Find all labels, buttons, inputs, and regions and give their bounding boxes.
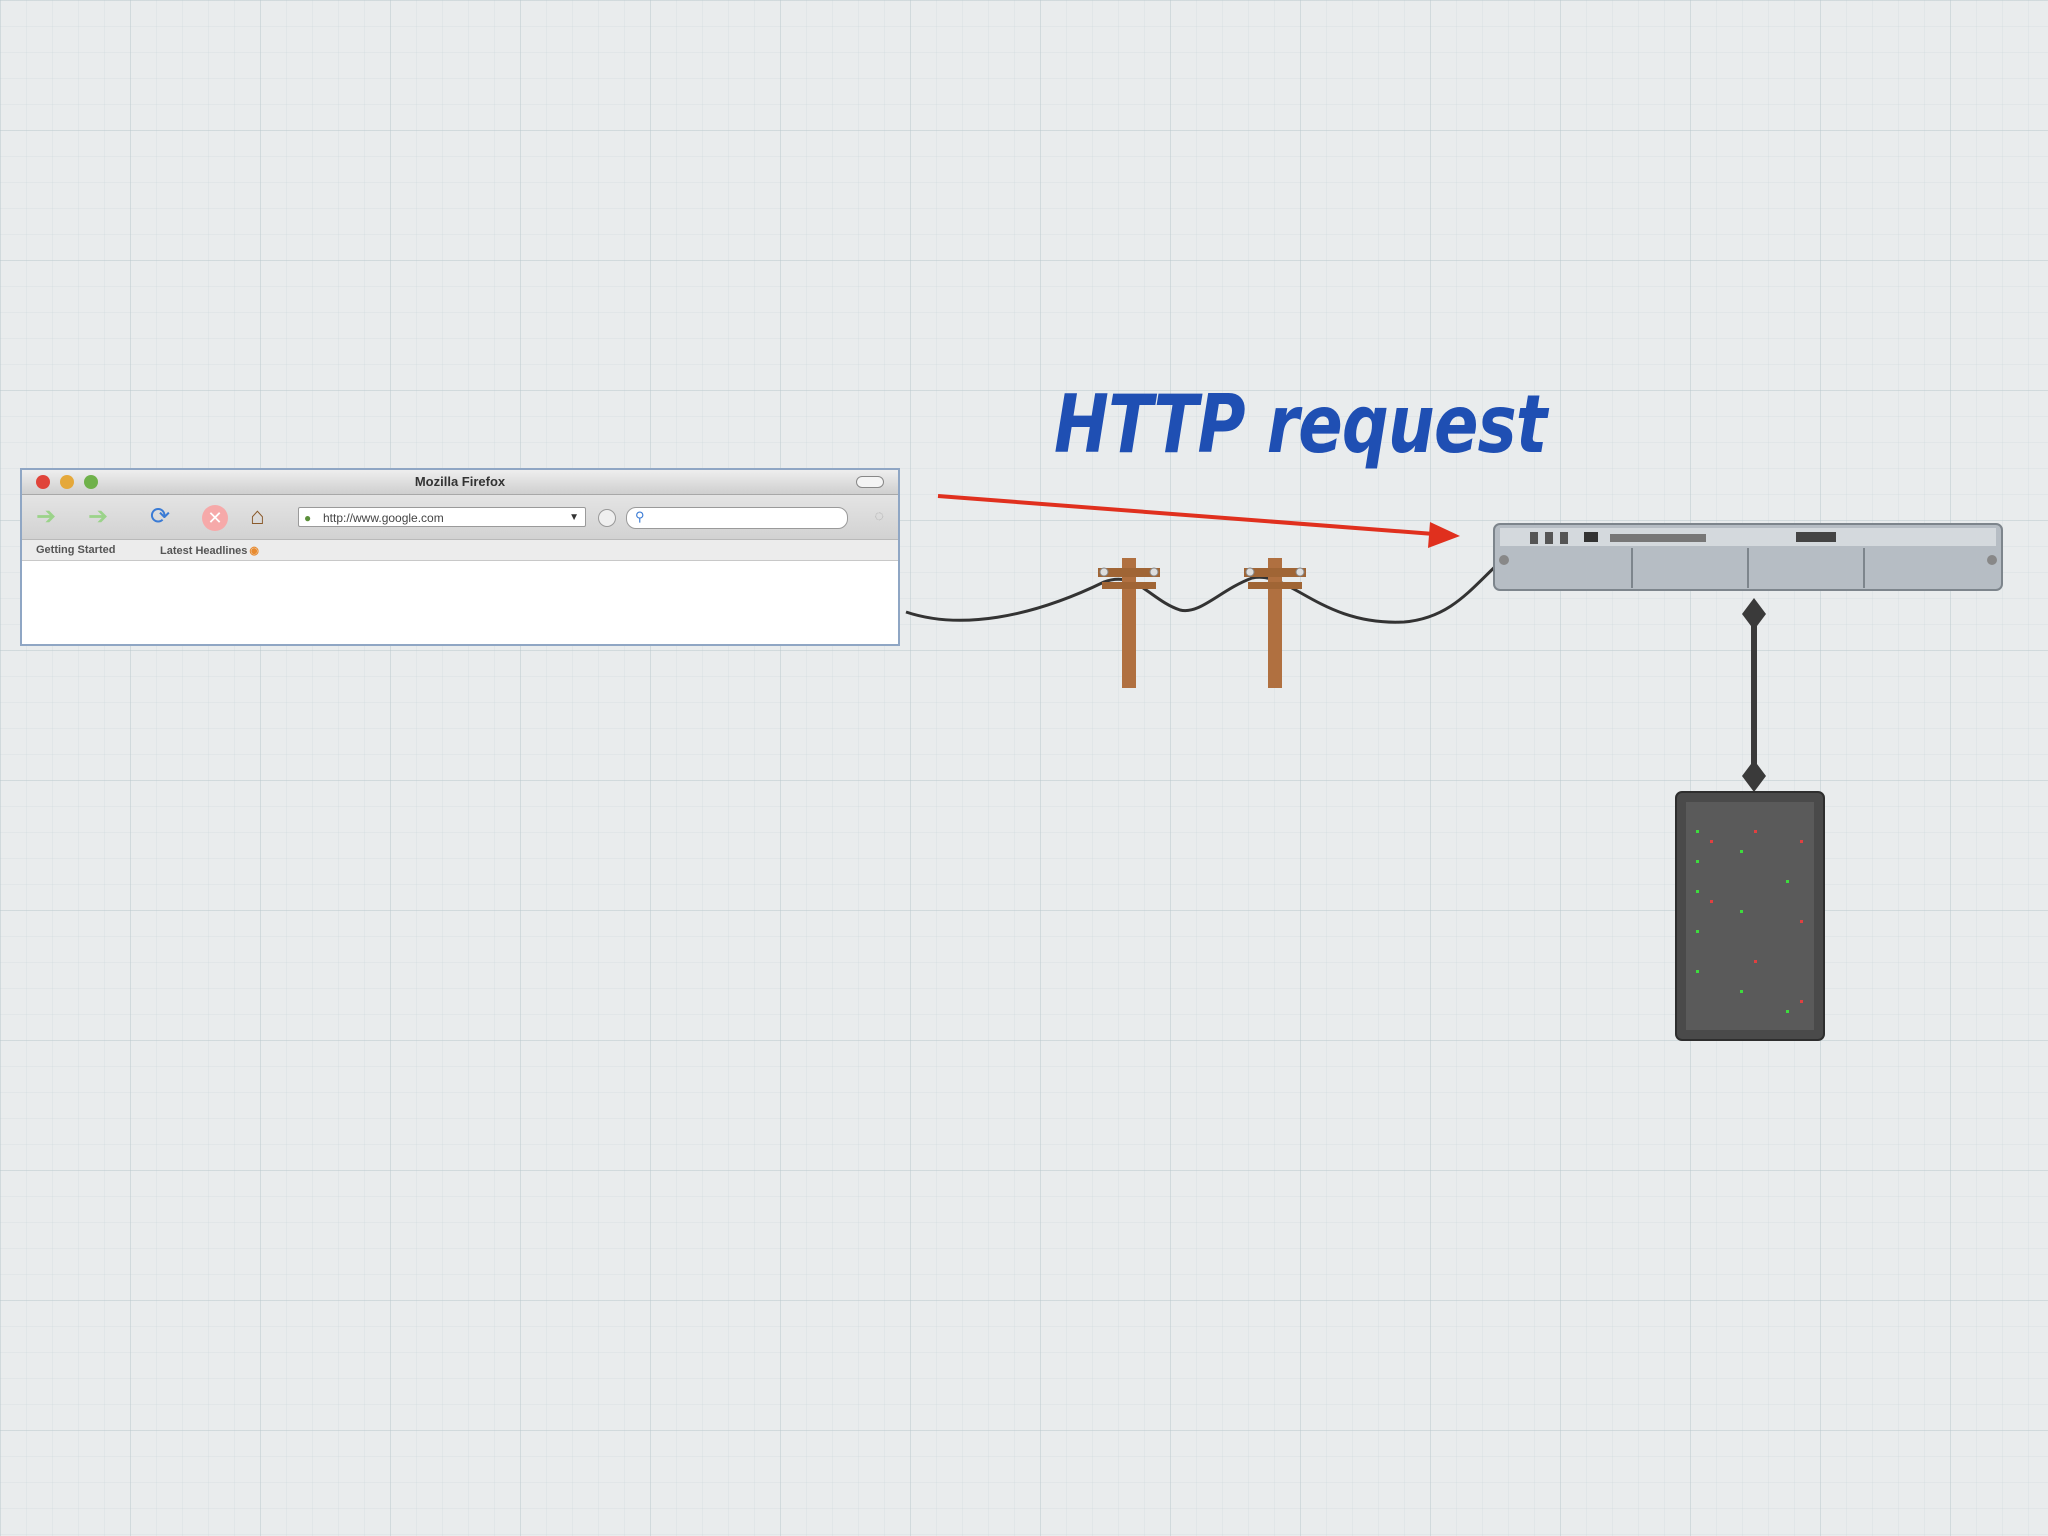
close-icon[interactable]	[36, 475, 50, 489]
zoom-icon[interactable]	[84, 475, 98, 489]
globe-icon: ●	[304, 511, 312, 525]
rack-server-icon	[1493, 523, 2003, 591]
reload-icon[interactable]: ⟳	[150, 503, 171, 530]
search-icon[interactable]: ⚲	[635, 509, 645, 524]
back-icon[interactable]: ➔	[36, 503, 57, 530]
browser-window: Mozilla Firefox ➔ ➔ ⟳ ✕ ⌂ ● http://www.g…	[20, 468, 900, 646]
stop-icon[interactable]: ✕	[202, 505, 228, 531]
bookmarks-toolbar: Getting Started Latest Headlines◉	[22, 540, 898, 561]
home-icon[interactable]: ⌂	[250, 503, 265, 530]
forward-icon[interactable]: ➔	[88, 503, 109, 530]
http-request-arrow	[937, 494, 1460, 548]
window-title: Mozilla Firefox	[414, 474, 506, 489]
http-request-label: HTTP request	[1054, 378, 1547, 471]
telephone-pole-icon	[1098, 558, 1160, 688]
toolbar-toggle-icon[interactable]	[856, 476, 884, 488]
search-input[interactable]: ⚲	[626, 507, 848, 529]
bookmark-latest-headlines[interactable]: Latest Headlines◉	[160, 545, 260, 557]
minimize-icon[interactable]	[60, 475, 74, 489]
navigation-toolbar: ➔ ➔ ⟳ ✕ ⌂ ● http://www.google.com ▼ ⚲ ◌	[22, 495, 898, 540]
bookmark-getting-started[interactable]: Getting Started	[36, 544, 116, 556]
server-storage-connector	[1742, 598, 1766, 792]
url-input[interactable]: ● http://www.google.com ▼	[298, 507, 586, 527]
title-bar: Mozilla Firefox	[22, 470, 898, 495]
telephone-pole-icon	[1244, 558, 1306, 688]
storage-array-icon	[1675, 791, 1825, 1041]
network-cable	[905, 560, 1502, 624]
chevron-down-icon[interactable]: ▼	[569, 512, 579, 523]
url-text: http://www.google.com	[323, 511, 444, 525]
go-button[interactable]	[598, 509, 616, 527]
throbber-icon: ◌	[874, 508, 884, 525]
rss-icon: ◉	[249, 545, 260, 557]
